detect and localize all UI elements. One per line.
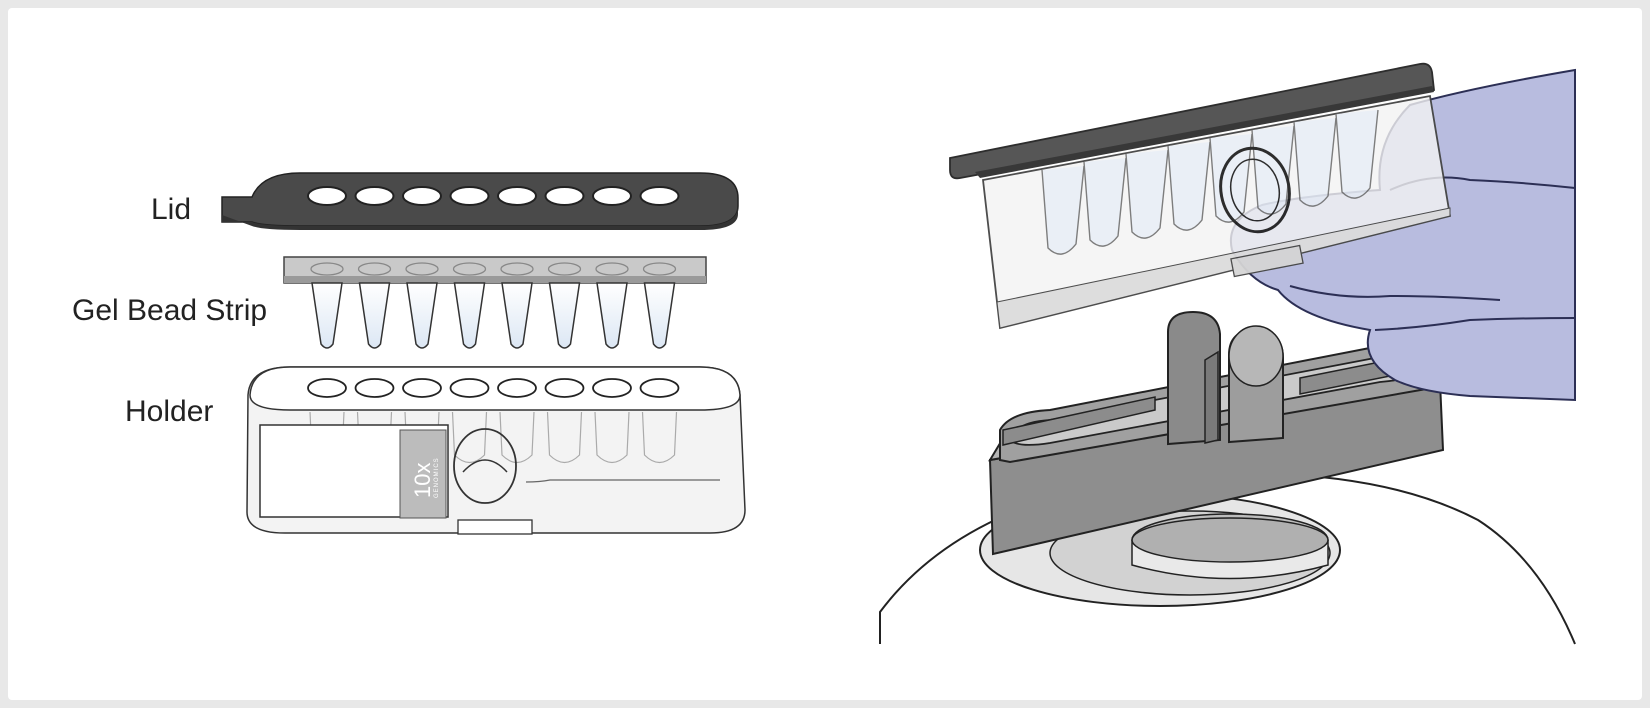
ghost-tube bbox=[594, 411, 630, 464]
lid-hole bbox=[354, 186, 395, 206]
held-tubes bbox=[1041, 109, 1379, 255]
ghost-tube bbox=[546, 411, 583, 464]
held-tube bbox=[1125, 149, 1169, 239]
held-clip-ring bbox=[1219, 146, 1291, 234]
gel-bead-tube bbox=[548, 282, 581, 349]
holder-hole bbox=[592, 378, 632, 398]
held-tube bbox=[1167, 141, 1211, 231]
holder-holes bbox=[307, 378, 680, 398]
lid-hole bbox=[592, 186, 632, 206]
label-holder: Holder bbox=[125, 395, 213, 428]
left-assembly: Lid Gel Bead Strip Holder 10x bbox=[72, 172, 746, 535]
holder-hole bbox=[402, 378, 442, 398]
held-tube bbox=[1041, 165, 1085, 255]
lid-hole bbox=[449, 186, 490, 206]
holder-hole bbox=[354, 378, 395, 398]
lid-hole bbox=[639, 186, 680, 206]
strip-rim bbox=[357, 262, 392, 276]
svg-text:10x: 10x bbox=[410, 463, 435, 498]
strip-rim bbox=[310, 262, 344, 276]
strip-tubes bbox=[311, 282, 676, 349]
held-lid bbox=[949, 62, 1435, 180]
held-tube bbox=[1335, 109, 1379, 199]
gel-bead-tube bbox=[501, 282, 533, 349]
strip-rim bbox=[595, 262, 629, 276]
brand-logo: 10x GENOMICS bbox=[410, 457, 440, 498]
lid-hole bbox=[544, 186, 585, 206]
strip-rim bbox=[547, 262, 582, 276]
brand-plate bbox=[399, 429, 447, 519]
lid-holes bbox=[307, 186, 680, 206]
holder-clip-ring bbox=[453, 428, 517, 504]
holder-hole bbox=[449, 378, 490, 398]
held-strip-assembly bbox=[949, 62, 1452, 330]
lid bbox=[221, 172, 739, 230]
gel-bead-tube bbox=[406, 282, 438, 349]
held-tube bbox=[1083, 157, 1127, 247]
holder-bottom-tab bbox=[457, 519, 533, 535]
right-scene bbox=[879, 62, 1576, 645]
ghost-tube bbox=[499, 411, 535, 464]
holder-hole bbox=[639, 378, 680, 398]
held-tube bbox=[1293, 117, 1337, 207]
strip-rim bbox=[642, 262, 677, 276]
holder: 10x GENOMICS bbox=[246, 366, 746, 535]
instrument-holder-base bbox=[988, 310, 1445, 556]
lid-hole bbox=[307, 186, 347, 206]
gel-bead-strip bbox=[283, 256, 707, 349]
lid-hole bbox=[402, 186, 442, 206]
gel-bead-tube bbox=[453, 282, 486, 349]
strip-rim bbox=[452, 262, 487, 276]
strip-rims bbox=[310, 262, 677, 276]
svg-text:GENOMICS: GENOMICS bbox=[434, 457, 440, 498]
strip-rim bbox=[500, 262, 534, 276]
gel-bead-tube bbox=[311, 282, 343, 349]
label-gel-bead-strip: Gel Bead Strip bbox=[72, 294, 267, 327]
holder-hole bbox=[307, 378, 347, 398]
gel-bead-tube bbox=[643, 282, 676, 349]
label-lid: Lid bbox=[151, 193, 191, 226]
ghost-tube bbox=[641, 411, 678, 464]
holder-hole bbox=[544, 378, 585, 398]
holder-hole bbox=[497, 378, 537, 398]
gel-bead-tube bbox=[596, 282, 628, 349]
gel-bead-tube bbox=[358, 282, 391, 349]
lid-hole bbox=[497, 186, 537, 206]
strip-rim bbox=[405, 262, 439, 276]
